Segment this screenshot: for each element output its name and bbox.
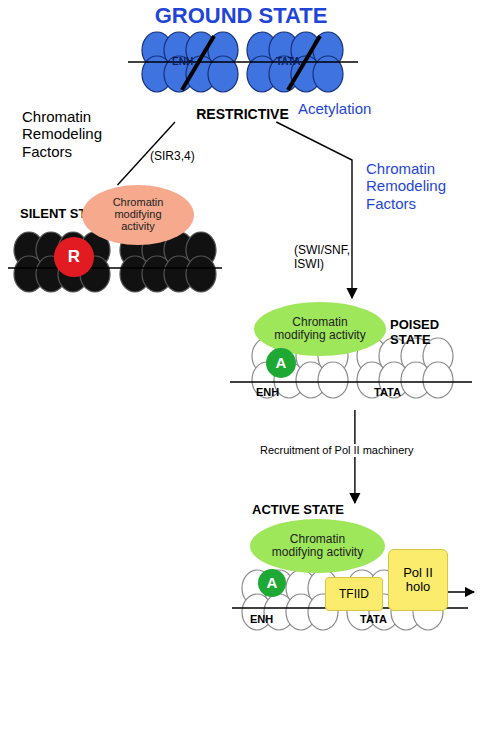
- state-label: ACTIVE STATE: [252, 503, 402, 518]
- factor-note: Chromatin Remodeling Factors: [366, 160, 466, 212]
- transcription-arrow: [448, 591, 474, 593]
- nucleosome-lobe: [186, 256, 216, 292]
- modifier-text: Chromatin modifying activity: [270, 316, 370, 342]
- factor-box: TFIID: [325, 577, 383, 611]
- polymerase-box: Pol II holo: [388, 549, 448, 611]
- element-label: ENH: [250, 613, 273, 626]
- ellipse-fill: [254, 302, 386, 356]
- element-label: TATA: [360, 613, 387, 626]
- activator-circle: A: [258, 569, 286, 597]
- ellipse-fill: [266, 348, 296, 378]
- text-holder: Chromatin modifying activity: [82, 185, 194, 245]
- edge-label: Recruitment of Pol II machinery: [258, 444, 415, 457]
- nucleosome-lobe: [318, 362, 348, 398]
- state-label: RESTRICTIVE: [170, 106, 315, 122]
- text-holder: A: [258, 569, 286, 597]
- factor-letter: A: [276, 355, 287, 371]
- nucleosome-group: [14, 32, 453, 630]
- dna-line: [8, 267, 222, 269]
- ellipse-fill: [54, 237, 94, 277]
- ellipse-fill: [82, 185, 194, 245]
- diagram-title: GROUND STATE: [0, 3, 482, 28]
- text-holder: Pol II holo: [389, 550, 447, 610]
- text-holder: Chromatin modifying activity: [254, 302, 386, 356]
- ellipse-fill: [250, 519, 385, 573]
- element-label: TATA: [374, 386, 401, 399]
- dna-line: [230, 381, 472, 383]
- modifier-ellipse: Chromatin modifying activity: [82, 185, 194, 245]
- modifier-text: Chromatin modifying activity: [266, 533, 369, 559]
- text-holder: R: [54, 237, 94, 277]
- factor-name: TFIID: [339, 588, 369, 601]
- factor-note: (SWI/SNF, ISWI): [294, 244, 350, 272]
- element-label: ENH: [256, 386, 279, 399]
- activator-circle: A: [266, 348, 296, 378]
- text-holder: A: [266, 348, 296, 378]
- dna-line: [128, 61, 358, 63]
- factor-letter: R: [68, 248, 80, 266]
- modifier-text: Chromatin modifying activity: [102, 197, 174, 233]
- text-holder: Chromatin modifying activity: [250, 519, 385, 573]
- repressor-circle: R: [54, 237, 94, 277]
- element-label: ENH: [172, 56, 193, 68]
- modifier-ellipse: Chromatin modifying activity: [254, 302, 386, 356]
- factor-letter: A: [267, 575, 278, 591]
- nucleosome-lobe: [423, 362, 453, 398]
- text-holder: TFIID: [326, 578, 382, 610]
- element-label: TATA: [276, 56, 300, 68]
- factor-note: (SIR3,4): [150, 150, 195, 164]
- transition-arrow: [276, 122, 352, 298]
- state-array: SILENT STATEChromatin modifying activity…: [10, 185, 225, 300]
- factor-note: Chromatin Remodeling Factors: [22, 108, 112, 160]
- ellipse-fill: [258, 569, 286, 597]
- edge-label: Acetylation: [298, 100, 371, 117]
- modifier-ellipse: Chromatin modifying activity: [250, 519, 385, 573]
- factor-name: Pol II holo: [391, 566, 445, 594]
- state-label: POISED STATE: [390, 318, 470, 348]
